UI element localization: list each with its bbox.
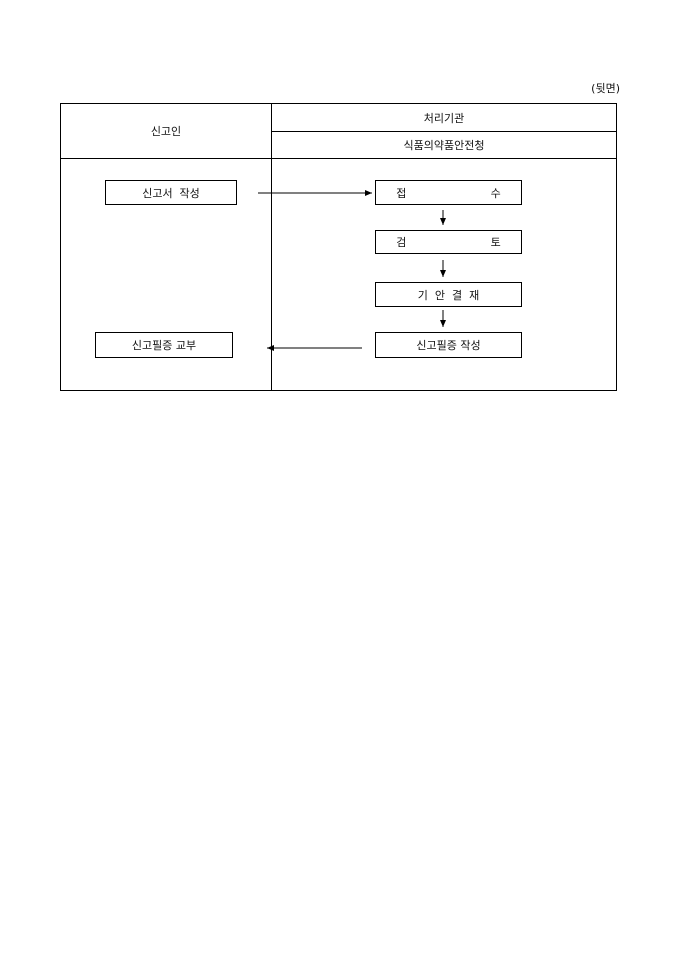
applicant-header: 신고인 xyxy=(150,125,182,138)
column-divider xyxy=(271,104,272,390)
draft-approval-step: 기안결재 xyxy=(375,282,522,307)
write-report-label: 신고서 작성 xyxy=(142,186,200,200)
issue-certificate-step: 신고필증 교부 xyxy=(95,332,233,358)
write-certificate-label: 신고필증 작성 xyxy=(416,339,481,352)
issue-certificate-label: 신고필증 교부 xyxy=(131,339,197,352)
header-row-divider xyxy=(61,158,616,159)
receipt-step: 접 수 xyxy=(375,180,522,205)
agency-header: 처리기관 xyxy=(423,111,465,125)
review-label-second: 토 xyxy=(490,236,501,249)
review-step: 검 토 xyxy=(375,230,522,254)
receipt-label-first: 접 xyxy=(396,186,407,200)
write-report-step: 신고서 작성 xyxy=(105,180,237,205)
back-side-label: (뒷면) xyxy=(591,82,620,95)
review-label-first: 검 xyxy=(396,236,407,249)
receipt-label-second: 수 xyxy=(490,186,501,200)
draft-approval-label: 기안결재 xyxy=(417,288,487,302)
write-certificate-step: 신고필증 작성 xyxy=(375,332,522,358)
agency-header-divider xyxy=(271,131,616,132)
procedure-table: 신고인 처리기관 식품의약품안전청 xyxy=(60,103,617,391)
agency-name: 식품의약품안전청 xyxy=(403,139,485,152)
